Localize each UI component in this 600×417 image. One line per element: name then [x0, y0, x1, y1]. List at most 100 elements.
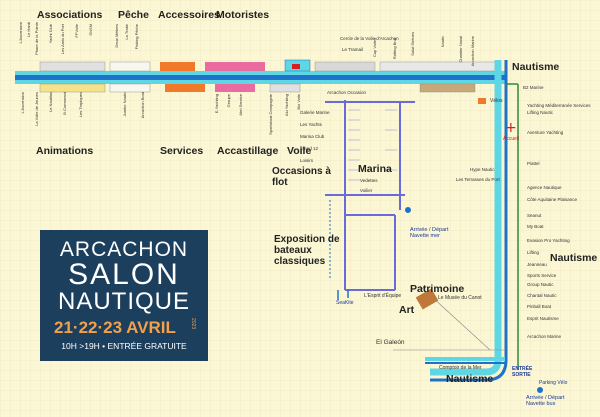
exhibitor-label: L'Ascension — [20, 92, 25, 114]
bottom-quay — [425, 362, 505, 364]
velos-marker — [478, 98, 486, 104]
exhibitor-label: FFVoile — [74, 24, 79, 38]
classic-boat-piers — [337, 290, 349, 300]
exhibitor-label: Les Tropiques — [78, 92, 83, 118]
exhibitor-label: Galerie Marine — [300, 110, 330, 115]
exhibitor-label: Vedettes — [360, 178, 378, 183]
nautisme-stands-lower — [419, 83, 476, 93]
top-quay — [15, 75, 505, 80]
accastillage-stands — [215, 84, 255, 92]
category-services: Services — [160, 145, 204, 157]
patrimoine-stand — [415, 288, 439, 310]
exhibitor-label: Chantal Nautic — [527, 293, 557, 298]
parking-velo-label: Parking Vélo — [539, 380, 568, 386]
exhibitor-label: Yachting Méditerranée Services — [527, 103, 591, 108]
exhibitor-label: Lifting Nautic — [527, 110, 554, 115]
exhibitor-label: Sports Service — [527, 273, 557, 278]
exhibitor-label: Arcachon Boat — [140, 92, 145, 119]
exhibitor-label: Esprit Nautisme — [527, 316, 559, 321]
entree-sortie-label: ENTRÉE SORTIE — [512, 366, 533, 378]
exhibitor-label: Stand 12 — [300, 146, 319, 151]
exhibitor-label: Aventure Yachting — [527, 130, 564, 135]
category-nautisme-right: Nautisme — [550, 252, 598, 264]
category-marina: Marina — [358, 163, 392, 175]
exhibitor-label: SNSM — [88, 24, 93, 36]
category-patrimoine: Patrimoine — [410, 283, 465, 295]
top-pontoon-lower — [15, 80, 505, 84]
services-stands-a — [109, 83, 151, 93]
associations-stands — [39, 61, 106, 72]
exhibitor-label: Bio Voile — [296, 94, 301, 110]
exhibitor-label: Jumbo Nautic — [122, 92, 127, 117]
exhibitor-label: La Voile de Jeunes — [34, 92, 39, 126]
exhibitor-label: Yacht Club — [48, 24, 53, 44]
exhibitor-label: B.Cormorant — [62, 92, 67, 115]
nautisme-stands-top — [314, 61, 376, 72]
exhibitor-label: Chantier Naval — [458, 36, 463, 63]
exhibitor-label: Salut Sirènes — [410, 32, 415, 56]
exhibitor-label: Agence Nautique — [527, 185, 562, 190]
exhibitor-label: Cap Voiles — [372, 38, 377, 58]
navette-mer-marker — [405, 207, 411, 213]
exhibitor-label: Les Yachts — [300, 122, 322, 127]
navette-bus-marker — [537, 387, 543, 393]
services-stands — [165, 84, 205, 92]
exhibitor-label: Lifting — [527, 250, 540, 255]
voile-stands — [269, 83, 301, 93]
poster-info: 10H >19H • ENTRÉE GRATUITE — [61, 341, 187, 351]
exhibitor-label: Les Amis du Port — [60, 24, 65, 55]
velos-label: Vélos — [490, 98, 503, 104]
exhibitor-label: Deux Métiers — [114, 24, 119, 48]
exhibitor-label: Fishing Pêche — [134, 24, 139, 50]
category-voile: Voile — [287, 145, 312, 157]
accessoires-stands — [160, 62, 195, 71]
salon-poster: ARCACHON SALON NAUTIQUE 21·22·23 AVRIL 2… — [40, 230, 208, 361]
exhibitor-label: Evasion Pro Yachting — [527, 238, 570, 243]
exhibitor-label: Côte Aquitaine Plaisance — [527, 197, 578, 202]
category-animations: Animations — [36, 145, 94, 157]
exhibitor-label: Loisirs — [300, 158, 314, 163]
poster-title-city: ARCACHON — [59, 238, 189, 261]
category-associations: Associations — [37, 9, 103, 21]
exhibitor-label: Arcachon Occasion — [327, 90, 367, 95]
exhibitor-label: Hype Nautic — [470, 167, 495, 172]
exhibitor-label: Voilier — [360, 188, 373, 193]
animations-stands — [39, 83, 106, 93]
seakite-label: SeaKite — [336, 300, 354, 306]
exhibitor-label: Jeanneau — [527, 262, 547, 267]
exhibitor-label: Les Terrasses du Port — [456, 177, 500, 182]
exhibitor-label: Arcachon Marine — [527, 334, 562, 339]
accueil-label: Accueil — [503, 136, 520, 142]
poster-title-nautique: NAUTIQUE — [57, 288, 190, 315]
exhibitor-label: Sportsboat Compagnie — [268, 94, 273, 135]
exhibitor-label: Groupe — [226, 94, 231, 108]
arrivee-navette-bus-label: Arrivée / Départ Navette bus — [526, 395, 565, 407]
exhibitor-label: Group Nautic — [527, 282, 554, 287]
exhibitor-label: Phare de la Pointe — [34, 22, 39, 55]
exhibitor-label: Pinball Boat — [527, 304, 552, 309]
category-nautisme-top: Nautisme — [512, 61, 560, 73]
accueil-marker — [292, 64, 300, 69]
exhibitor-label: Le Hardi — [26, 22, 31, 38]
arrivee-navette-mer-label: Arrivée / Départ Navette mer — [410, 227, 449, 239]
poster-dates: 21·22·23 AVRIL — [54, 318, 176, 337]
peche-stands — [109, 61, 151, 72]
motoristes-stands — [205, 62, 265, 71]
exhibitor-label: Cercle de la Voile d'Arcachon — [340, 36, 399, 41]
category-occasions: Occasions à flot — [272, 166, 331, 188]
category-exposition: Exposition de bateaux classiques — [274, 234, 340, 267]
exhibitor-label: Le Nautilus — [48, 92, 53, 113]
exhibitor-label: Nautic — [440, 36, 445, 48]
exhibitor-label: Marina Club — [300, 134, 325, 139]
nautisme-stands-top2 — [379, 61, 501, 72]
exhibitor-label: Rafting Brut — [392, 38, 397, 60]
exhibitor-label: Piattel — [527, 161, 540, 166]
exhibitor-label: Le Tramail — [342, 47, 364, 52]
category-peche: Pêche — [118, 9, 149, 21]
poster-title-salon: SALON — [68, 258, 180, 291]
bottom-pontoon — [425, 357, 505, 361]
top-pontoon — [15, 71, 505, 75]
musee-canot-label: Le Musée du Canot — [438, 295, 482, 301]
exhibitor-label: La Traite — [124, 24, 129, 40]
category-motoristes: Motoristes — [216, 9, 270, 21]
